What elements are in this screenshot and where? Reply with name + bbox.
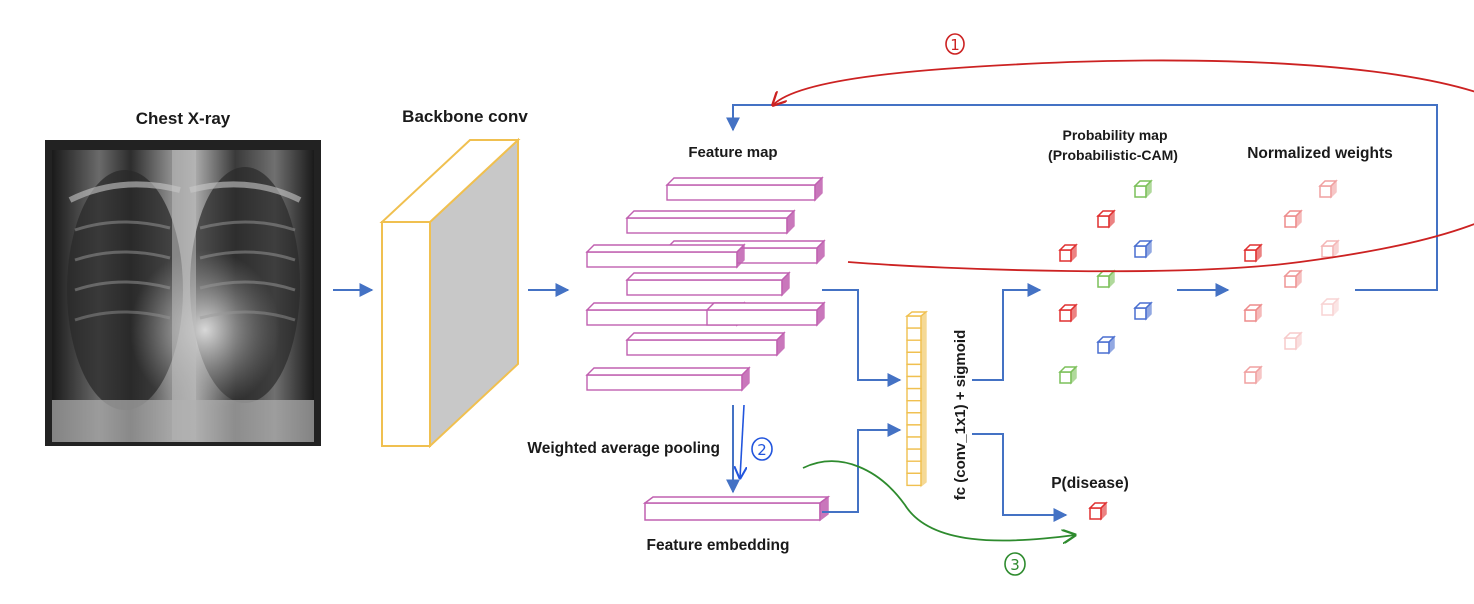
cube <box>1283 331 1303 351</box>
cube <box>1243 303 1263 323</box>
svg-text:2: 2 <box>757 441 767 459</box>
fc-cell <box>906 339 922 354</box>
normalized-weights-label: Normalized weights <box>1247 145 1393 162</box>
feature-map-bar <box>625 209 796 235</box>
cube <box>1096 335 1116 355</box>
cube <box>1243 365 1263 385</box>
annotation-circle-1: 1 <box>945 33 965 55</box>
annotation-circle-3: 3 <box>1004 552 1026 576</box>
arrow-fc-to-pdisease <box>972 433 1068 522</box>
fc-cell <box>906 375 922 390</box>
cube <box>1320 297 1340 317</box>
fc-cell <box>906 351 922 366</box>
cube <box>1058 243 1078 263</box>
probmap-label-1: Probability map <box>1062 127 1167 143</box>
fc-cell <box>906 387 922 402</box>
pdisease-label: P(disease) <box>1051 475 1129 492</box>
arrow-featuremap-to-fc <box>822 289 902 387</box>
fc-cell <box>906 412 922 426</box>
cube <box>1096 269 1116 289</box>
cube <box>1133 301 1153 321</box>
fc-cell <box>906 400 922 414</box>
backbone-conv-block <box>379 137 521 449</box>
feature-map-bar <box>625 331 786 357</box>
annotation-circle-2: 2 <box>751 437 773 461</box>
pooling-label: Weighted average pooling <box>527 440 720 457</box>
fc-label: fc (conv_1x1) + sigmoid <box>952 330 969 500</box>
chest-xray-image <box>45 140 321 446</box>
svg-text:3: 3 <box>1010 556 1020 574</box>
cube <box>1058 303 1078 323</box>
fc-cell <box>906 448 922 462</box>
feature-map-bar <box>625 271 791 297</box>
cube <box>1096 209 1116 229</box>
feature-map-bar <box>585 366 751 392</box>
feature-map-label: Feature map <box>688 144 777 161</box>
cube <box>1088 501 1108 521</box>
embedding-label: Feature embedding <box>647 537 790 554</box>
pdisease-cube <box>1088 501 1108 521</box>
feature-embedding-bar <box>642 495 831 522</box>
arrow-feedback-loop <box>726 104 1438 291</box>
feature-map-bar <box>665 176 824 202</box>
annotation-loop-1 <box>773 59 1474 273</box>
cube <box>1283 269 1303 289</box>
probability-map-cubes <box>1058 179 1153 385</box>
annotation-arrow-2 <box>740 404 744 478</box>
feature-map-bar <box>585 243 746 269</box>
annotation-arrow-3 <box>802 460 1075 540</box>
fc-cell <box>906 472 922 487</box>
cube <box>1133 179 1153 199</box>
fc-column <box>905 310 928 488</box>
cube <box>1243 243 1263 263</box>
cube <box>1318 179 1338 199</box>
feature-map-stack <box>585 176 826 392</box>
feature-map-bar <box>705 301 826 327</box>
backbone-label: Backbone conv <box>402 107 528 126</box>
fc-cell <box>906 363 922 378</box>
fc-cell <box>906 460 922 475</box>
cube <box>1058 365 1078 385</box>
probmap-label-2: (Probabilistic-CAM) <box>1048 147 1178 163</box>
cube <box>1133 239 1153 259</box>
cube <box>1283 209 1303 229</box>
arrow-fc-to-probmap <box>972 283 1042 381</box>
cube <box>1320 239 1340 259</box>
fc-cell <box>906 436 922 450</box>
chest-xray-label: Chest X-ray <box>136 109 231 128</box>
svg-text:1: 1 <box>950 36 960 54</box>
fc-cell <box>906 424 922 438</box>
arrow-embedding-to-fc <box>822 423 902 513</box>
fc-cell <box>906 315 922 329</box>
normalized-weights-cubes <box>1243 179 1340 385</box>
fc-cell <box>906 327 922 341</box>
